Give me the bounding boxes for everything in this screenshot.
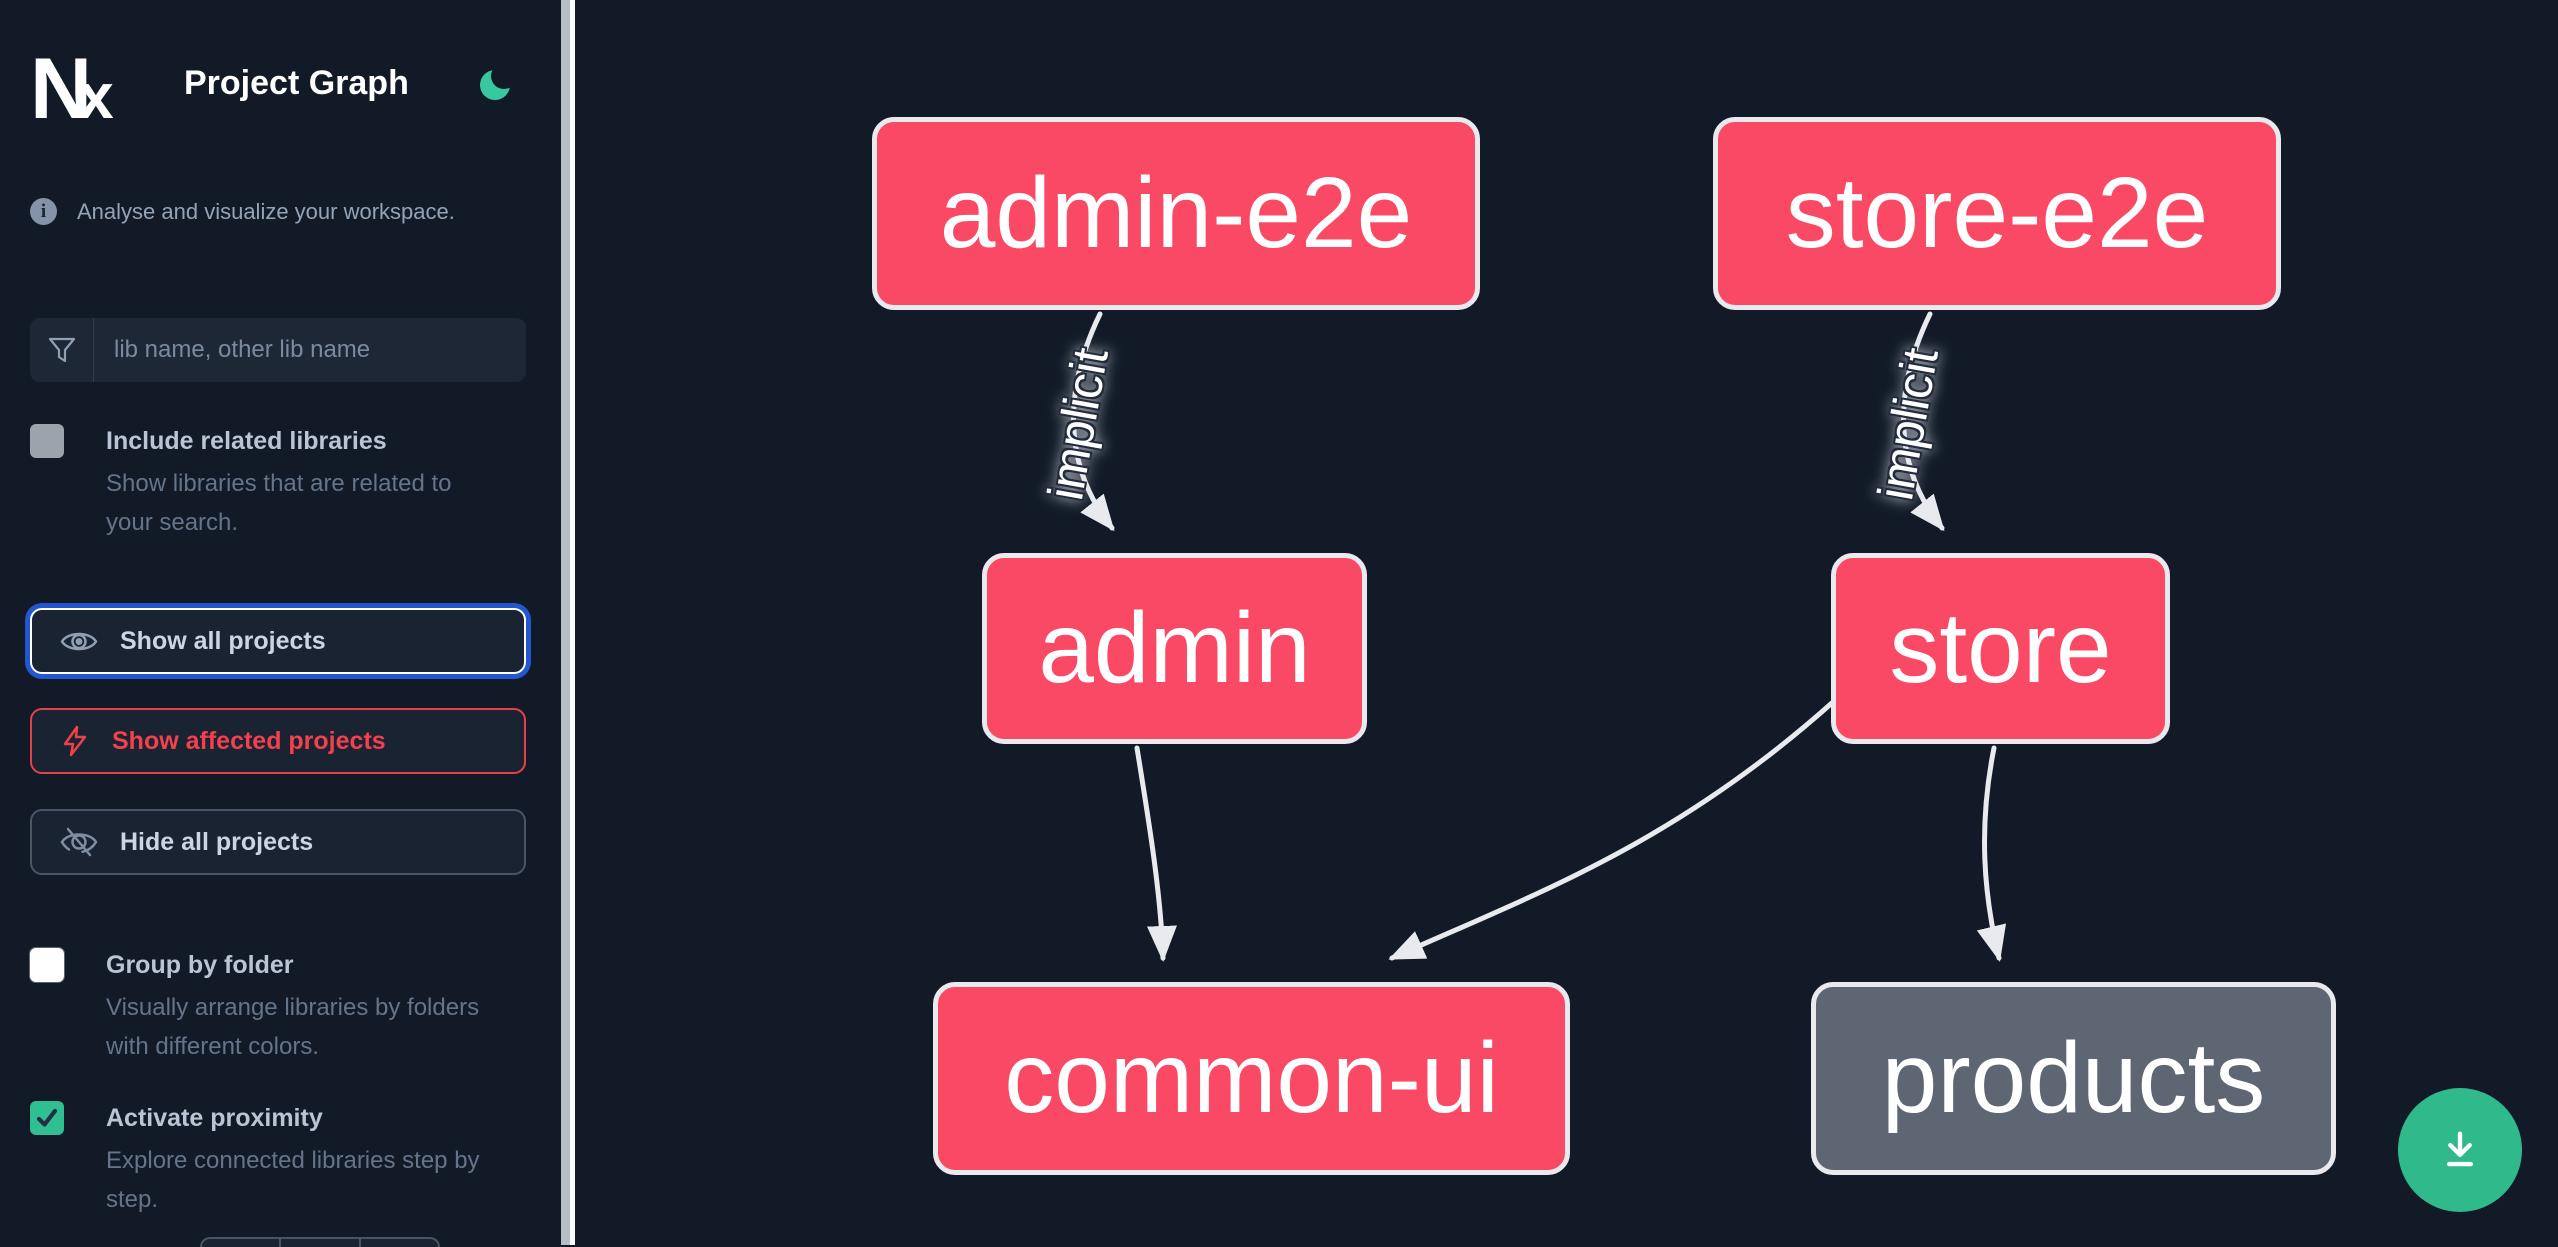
toggle-description: Visually arrange libraries by folders wi… — [106, 994, 480, 1060]
show-all-projects-button[interactable]: Show all projects — [30, 608, 526, 674]
workspace-tagline: i Analyse and visualize your workspace. — [30, 198, 455, 225]
proximity-stepper-control[interactable] — [200, 1237, 440, 1247]
toggle-group-by-folder: Group by folder Visually arrange librari… — [30, 946, 530, 1066]
edge-label-implicit: implicit — [1037, 343, 1119, 505]
include-related-checkbox[interactable] — [30, 424, 64, 458]
graph-node-products[interactable]: products — [1811, 982, 2336, 1175]
edge-label-implicit: implicit — [1867, 343, 1949, 505]
sidebar-scrollbar[interactable] — [561, 0, 575, 1245]
toggle-label: Include related libraries — [106, 427, 387, 455]
scrollbar-thumb[interactable] — [561, 0, 570, 1245]
hide-all-projects-button[interactable]: Hide all projects — [30, 809, 526, 875]
graph-node-admin[interactable]: admin — [982, 553, 1367, 744]
toggle-description: Explore connected libraries step by step… — [106, 1147, 480, 1213]
search-box — [30, 318, 526, 382]
graph-node-store-e2e[interactable]: store-e2e — [1713, 117, 2281, 310]
scrollbar-track — [570, 0, 575, 1245]
stepper-segment[interactable] — [358, 1239, 438, 1247]
toggle-label: Activate proximity — [106, 1104, 323, 1132]
button-label: Hide all projects — [120, 827, 314, 856]
eye-off-icon — [60, 827, 98, 857]
check-icon — [36, 1108, 58, 1127]
nx-logo-n: N — [30, 41, 92, 137]
search-input[interactable] — [94, 318, 526, 382]
nx-logo-x: x — [78, 60, 114, 132]
page-title: Project Graph — [184, 64, 409, 102]
info-icon: i — [30, 198, 57, 225]
toggle-description: Show libraries that are related to your … — [106, 470, 452, 536]
edge-store-common-ui — [1388, 699, 1836, 961]
show-affected-projects-button[interactable]: Show affected projects — [30, 708, 526, 774]
toggle-include-related: Include related libraries Show libraries… — [30, 422, 530, 542]
stepper-segment[interactable] — [279, 1239, 358, 1247]
theme-toggle-button[interactable] — [474, 62, 518, 106]
graph-node-common-ui[interactable]: common-ui — [933, 982, 1570, 1175]
eye-icon — [60, 632, 98, 650]
stepper-segment[interactable] — [202, 1239, 279, 1247]
activate-proximity-checkbox[interactable] — [30, 1101, 64, 1135]
graph-node-admin-e2e[interactable]: admin-e2e — [872, 117, 1480, 310]
toggle-activate-proximity: Activate proximity Explore connected lib… — [30, 1099, 530, 1219]
funnel-icon — [30, 318, 94, 382]
toggle-label: Group by folder — [106, 951, 294, 979]
edge-store-products — [1976, 745, 2007, 962]
graph-node-store[interactable]: store — [1831, 553, 2170, 744]
bolt-icon — [63, 725, 87, 757]
tagline-text: Analyse and visualize your workspace. — [77, 198, 455, 224]
edge-admin-common-ui — [1134, 745, 1177, 962]
download-image-button[interactable] — [2398, 1088, 2522, 1212]
download-icon — [2447, 1131, 2473, 1167]
group-by-folder-checkbox[interactable] — [30, 948, 64, 982]
button-label: Show all projects — [120, 626, 326, 655]
moon-icon — [480, 63, 517, 100]
button-label: Show affected projects — [112, 726, 386, 755]
